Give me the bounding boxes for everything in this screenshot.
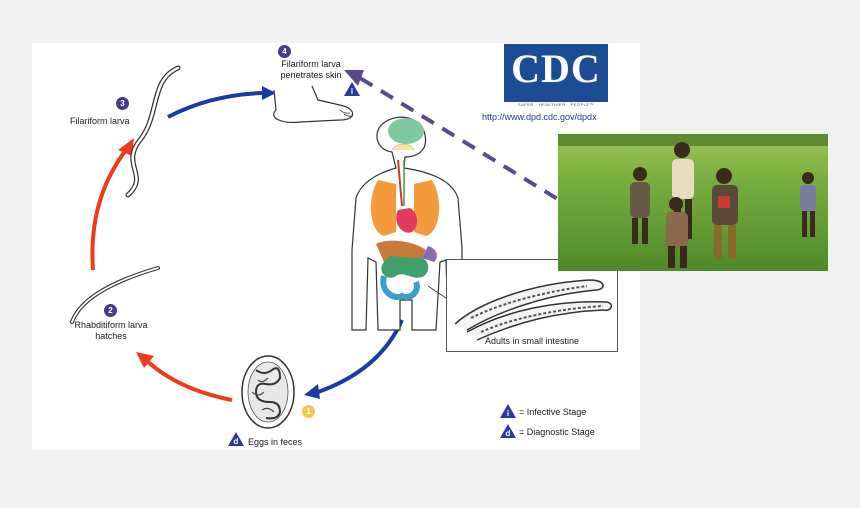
cdc-logo-text: CDC: [511, 46, 601, 91]
children-photo-illustration: [558, 134, 828, 271]
stage-5-label: Adults in small intestine: [484, 336, 580, 346]
cycle-arrow-3-to-4: [167, 86, 276, 119]
egg-illustration: [241, 355, 295, 429]
legend-diagnostic-label: = Diagnostic Stage: [519, 427, 595, 437]
cdc-logo: CDC: [504, 44, 608, 102]
legend-infective-label: = Infective Stage: [519, 407, 587, 417]
cycle-arrow-5-to-1: [304, 319, 404, 399]
cdc-tagline: SAFER · HEALTHIER · PEOPLE™: [517, 102, 595, 107]
cycle-arrow-2-to-3: [90, 138, 134, 271]
filariform-larva-illustration: [125, 65, 181, 198]
stage-1-badge: 1: [302, 405, 315, 418]
stage-3-badge: 3: [116, 97, 129, 110]
stage-2-label-line2: hatches: [95, 331, 127, 341]
foot-illustration: [273, 85, 354, 123]
stage-4-label: Filariform larva penetrates skin: [256, 59, 366, 81]
human-body-illustration: [351, 116, 463, 331]
eggs-label: Eggs in feces: [248, 437, 303, 447]
stage-4-label-line1: Filariform larva: [281, 59, 341, 69]
children-photo: [558, 134, 828, 271]
rhabditiform-larva-illustration: [70, 266, 160, 324]
stage-2-label: Rhabditiform larva hatches: [58, 320, 164, 342]
stage-2-label-line1: Rhabditiform larva: [74, 320, 148, 330]
adult-worms-illustration: [454, 279, 613, 341]
stage-3-label: Filariform larva: [70, 116, 130, 126]
adult-worms-panel: Adults in small intestine: [446, 259, 618, 352]
cycle-arrow-1-to-2: [136, 352, 233, 402]
cdc-url: http://www.dpd.cdc.gov/dpdx: [482, 112, 597, 122]
stage-4-badge: 4: [278, 45, 291, 58]
stage-2-badge: 2: [104, 304, 117, 317]
stage-4-label-line2: penetrates skin: [280, 70, 342, 80]
